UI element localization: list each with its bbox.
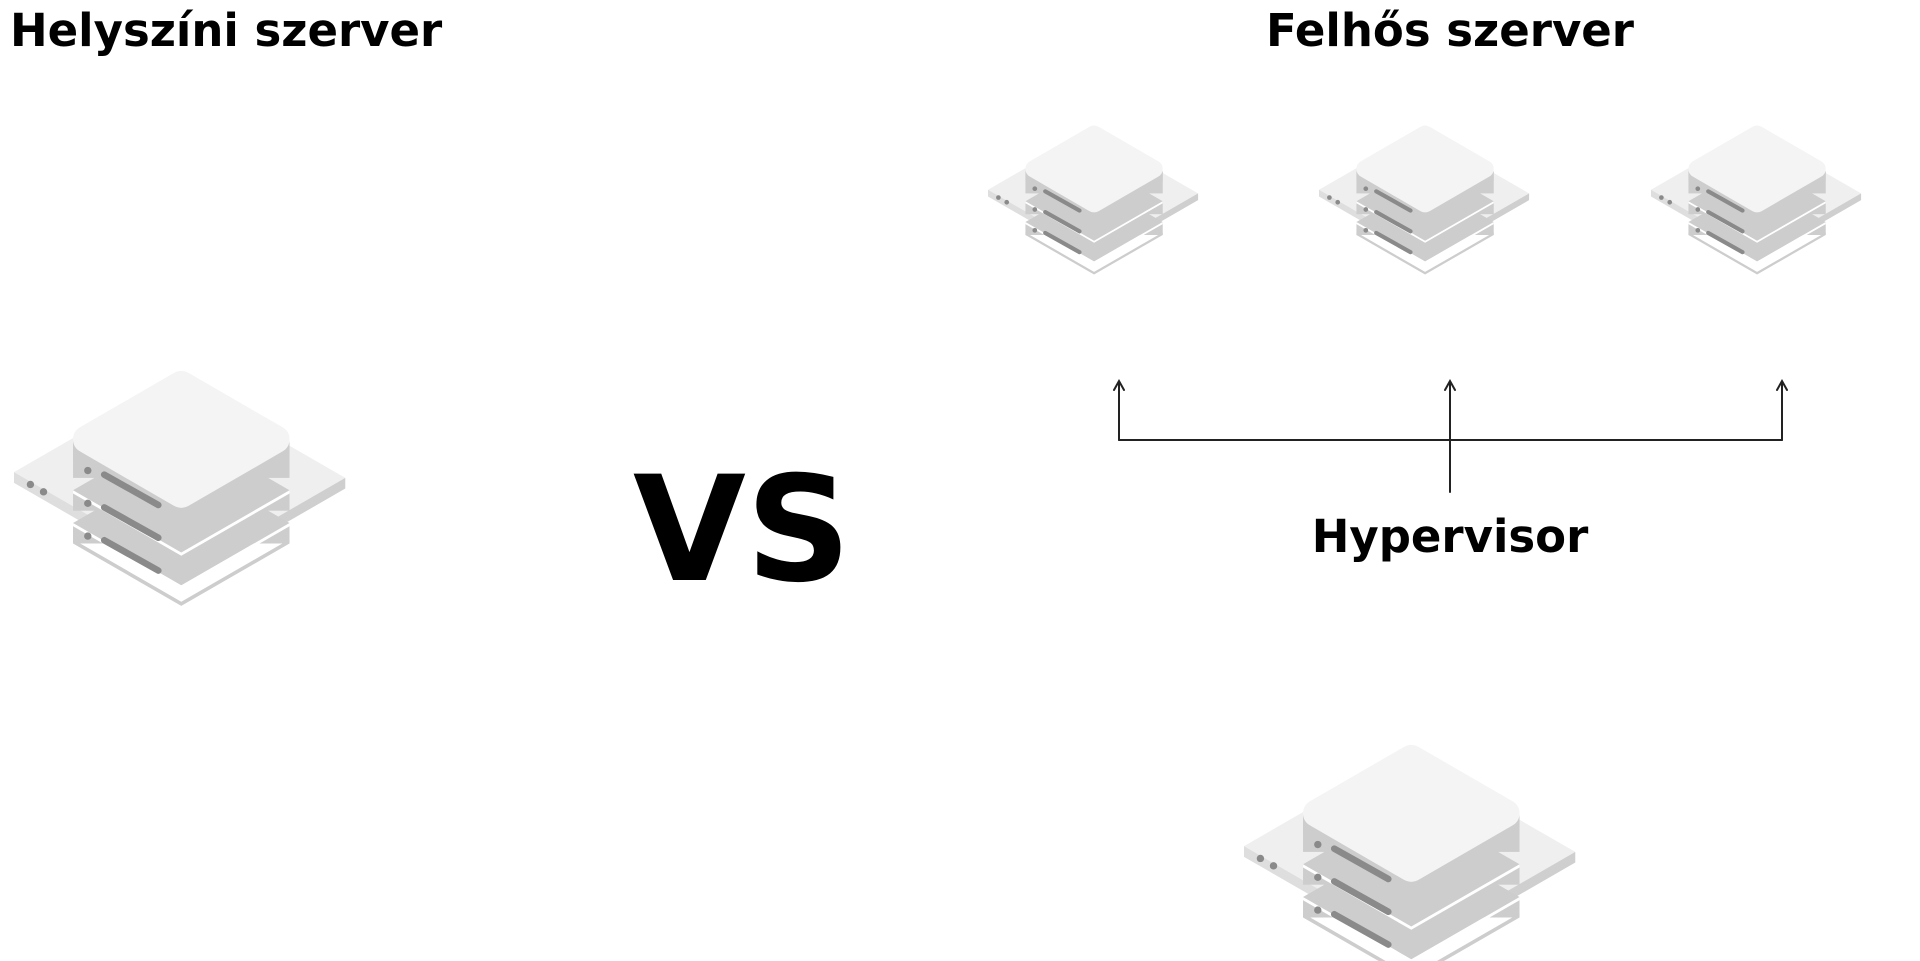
arrow-up-icon: [1444, 378, 1456, 391]
hypervisor-connector: [1113, 378, 1788, 493]
cloud-server-icon-3: [1651, 126, 1861, 275]
on-prem-server-icon: [14, 371, 345, 606]
hypervisor-server-icon: [1244, 745, 1575, 961]
left-title: Helyszíni szerver: [10, 4, 443, 57]
vs-label: VS: [633, 445, 851, 615]
cloud-server-icon-1: [988, 126, 1198, 275]
cloud-server-icon-2: [1319, 126, 1529, 275]
hypervisor-label: Hypervisor: [1312, 510, 1589, 563]
right-title: Felhős szerver: [1266, 4, 1635, 57]
arrow-up-icon: [1776, 378, 1788, 391]
arrow-up-icon: [1113, 378, 1125, 391]
